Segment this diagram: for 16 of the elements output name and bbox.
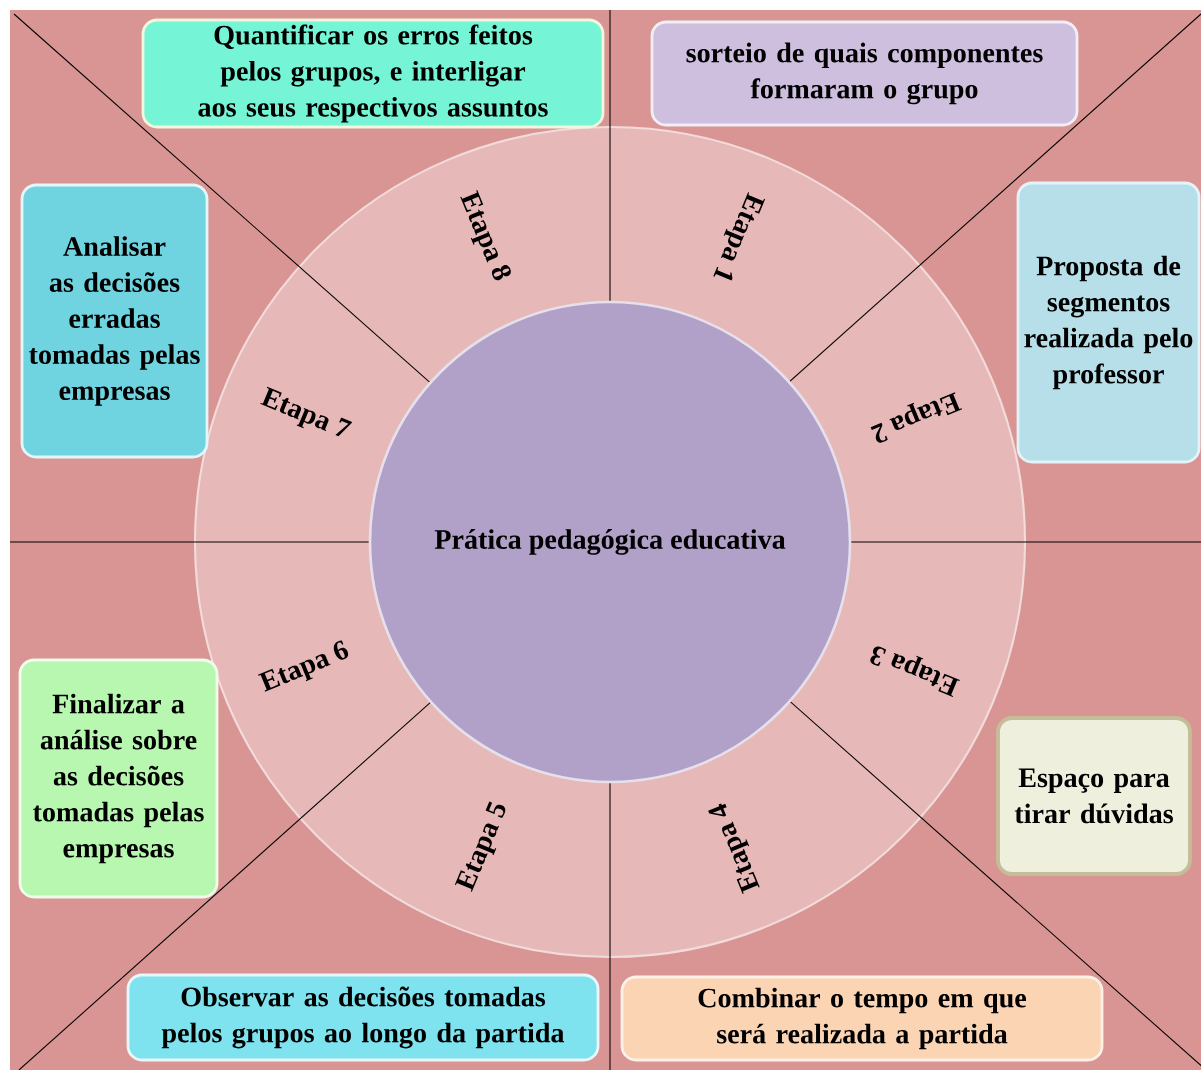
stage-label: Etapa 1	[713, 192, 766, 281]
stage-label: Etapa 8	[460, 189, 511, 281]
text-box: Combinar o tempo em que será realizada a partida	[620, 975, 1104, 1062]
text-box: Observar as decisões tomadas pelos grupos ao longo da partida	[126, 973, 600, 1062]
stage-label: Etapa 7	[260, 386, 353, 437]
text-box: Proposta de segmentos realizada pelo professor	[1016, 181, 1201, 464]
stage-label: Etapa 5	[454, 801, 506, 892]
text-box: Quantificar os erros feitos pelos grupos, e interligar aos seus respectivos assuntos	[141, 18, 605, 129]
text-box: Analisar as decisões erradas tomadas pelas empresas	[20, 183, 209, 459]
text-box: sorteio de quais componentes formaram o grupo	[650, 20, 1079, 127]
stage-label: Etapa 2	[870, 392, 963, 443]
text-box: Finalizar a análise sobre as decisões tomadas pelas empresas	[18, 658, 219, 899]
stage-label: Etapa 6	[257, 640, 349, 692]
stage-label: Etapa 3	[870, 646, 960, 698]
stage-label: Etapa 4	[708, 803, 760, 895]
text-box: Espaço para tirar dúvidas	[996, 716, 1192, 876]
